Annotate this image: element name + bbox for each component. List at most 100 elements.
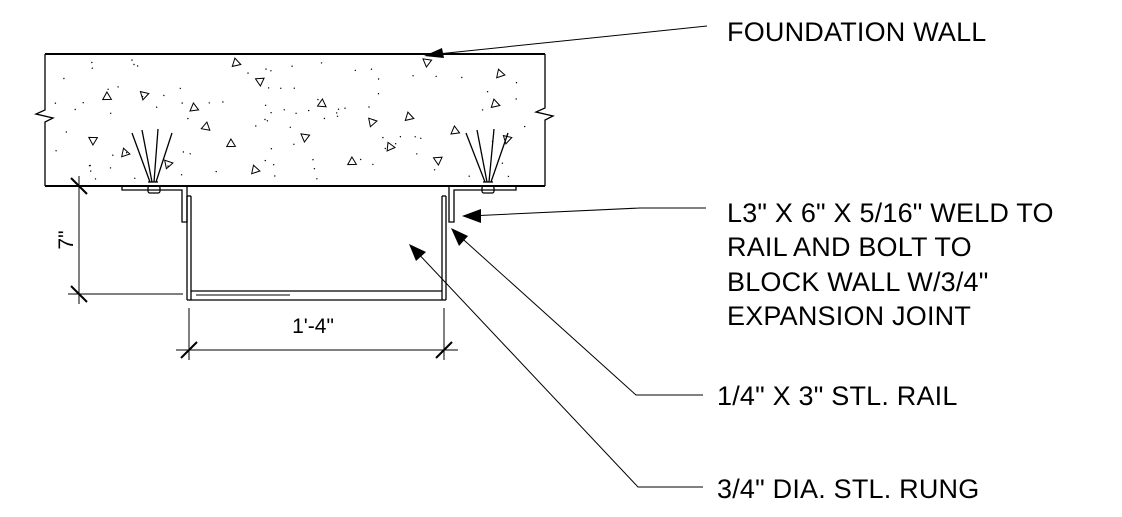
stipple-dot [74,108,76,111]
stipple-dot [373,119,375,121]
label-angle-line-1: L3" X 6" X 5/16" WELD TO [727,198,1054,228]
leader-foundation-wall [424,25,708,58]
stipple-dot [486,91,489,93]
steel-rung [191,290,442,301]
aggregate-triangle [502,134,513,145]
stipple-dot [133,63,135,66]
stipple-dot [54,102,57,104]
stipple-dot [336,112,338,114]
stipple-dot [270,70,272,72]
stipple-dot [377,78,380,80]
stipple-dot [91,67,94,69]
stipple-dot [323,117,326,120]
stipple-dot [131,59,133,61]
stipple-dot [336,115,339,118]
stipple-dot [515,98,517,100]
stipple-dot [189,153,191,155]
dimension-height-label: 7" [55,230,78,249]
stipple-dot [136,65,139,67]
stipple-dot [110,112,112,115]
aggregate-triangle [432,156,443,167]
dimension-width: 1'-4" [176,308,458,360]
label-foundation-wall: FOUNDATION WALL [727,17,987,47]
stipple-dot [267,87,270,89]
stipple-dot [141,95,144,98]
stipple-dot [368,106,370,108]
stipple-dot [435,75,437,78]
aggregate-triangle [386,141,396,152]
aggregate-triangle [139,90,150,101]
stipple-dot [394,143,397,145]
stipple-dot [94,178,97,180]
label-angle-line-2: RAIL AND BOLT TO [727,232,972,262]
stipple-dot [264,118,266,121]
stipple-dot [55,150,57,152]
stipple-dot [312,159,314,161]
stipple-dot [125,152,128,154]
aggregate-triangle [300,133,311,143]
concrete-aggregate-pattern [87,57,513,175]
aggregate-triangle [450,125,461,135]
aggregate-triangle [225,138,237,148]
stipple-dot [360,158,362,161]
stipple-dot [266,120,269,122]
stipple-dot [316,178,318,180]
concrete-stipple-pattern [54,59,526,180]
stipple-dot [372,163,374,166]
label-rung: 3/4" DIA. STL. RUNG [717,474,979,504]
aggregate-triangle [164,159,174,170]
aggregate-triangle [87,136,99,147]
steel-rail-right [441,195,447,301]
stipple-dot [82,102,84,104]
stipple-dot [179,87,181,90]
aggregate-triangle [200,121,211,131]
stipple-dot [91,61,93,64]
stipple-dot [167,165,169,167]
aggregate-triangle [101,91,113,101]
stipple-dot [501,162,504,164]
stipple-dot [461,76,463,79]
stipple-dot [433,169,436,171]
stipple-dot [255,125,257,127]
stipple-dot [222,101,224,103]
stipple-dot [515,82,518,84]
leader-rail [451,228,703,396]
stipple-dot [507,175,510,178]
stipple-dot [468,175,470,177]
stipple-dot [291,65,293,67]
aggregate-triangle [231,57,242,68]
stipple-dot [273,164,275,166]
aggregate-triangle [251,164,261,175]
stipple-dot [208,102,210,104]
aggregate-triangle [422,58,433,68]
label-angle-line-3: BLOCK WALL W/3/4" [727,267,989,297]
aggregate-triangle [346,156,358,166]
stipple-dot [399,136,402,138]
stipple-dot [274,175,276,177]
stipple-dot [317,98,319,101]
stipple-dot [384,147,386,150]
steel-rail-left [186,195,192,301]
stipple-dot [289,126,291,128]
stipple-dot [215,170,217,173]
stipple-dot [187,117,189,120]
stipple-dot [65,131,68,133]
stipple-dot [412,75,414,77]
stipple-dot [264,159,266,162]
stipple-dot [420,137,422,139]
stipple-dot [377,93,380,95]
aggregate-triangle [316,98,327,108]
dimension-height: 7" [55,176,183,304]
stipple-dot [90,170,92,172]
stipple-dot [265,68,267,70]
stipple-dot [354,69,356,72]
stipple-dot [112,154,114,156]
stipple-dot [88,165,91,167]
aggregate-triangle [189,102,200,112]
stipple-dot [155,106,158,108]
stipple-dot [264,104,267,107]
stipple-dot [163,94,165,97]
steel-angle-left [121,186,188,223]
leader-angle [462,207,706,223]
